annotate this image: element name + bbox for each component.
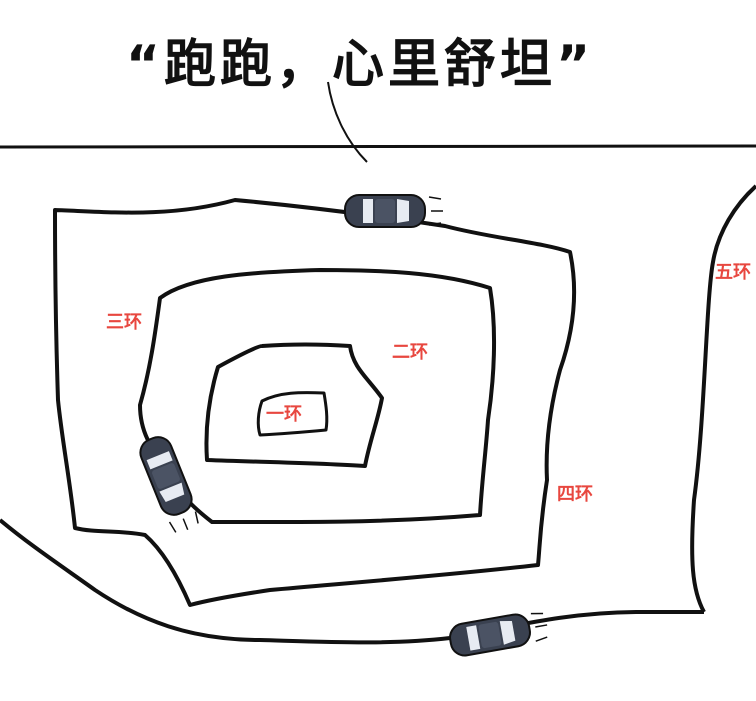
car-icon — [449, 612, 548, 657]
panel-border — [0, 144, 756, 149]
car-icon — [139, 436, 199, 533]
ring-4-label: 四环 — [557, 484, 593, 505]
core-block — [256, 391, 329, 437]
ring-1-label: 一环 — [266, 404, 302, 425]
ring-1-road — [204, 342, 384, 468]
ring-3-label: 三环 — [106, 312, 142, 333]
speech-tail — [327, 81, 368, 163]
ring-5-road — [690, 184, 756, 613]
ring-2-road — [138, 268, 497, 525]
ring-2-label: 二环 — [392, 342, 428, 363]
car-icon — [344, 194, 443, 228]
ring-5-label: 五环 — [715, 262, 751, 283]
speech-caption: “跑跑，心里舒坦” — [125, 35, 595, 95]
ring-3-road — [53, 198, 577, 607]
